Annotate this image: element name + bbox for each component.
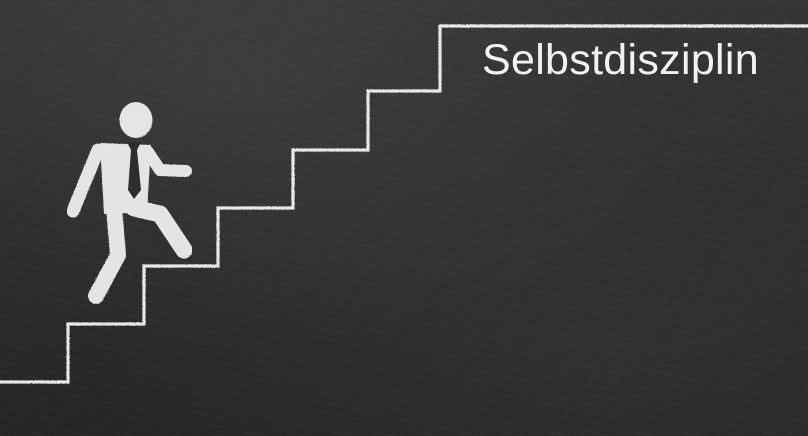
tie-icon (127, 142, 141, 199)
climbing-person-icon (66, 102, 193, 304)
page-title: Selbstdisziplin (482, 36, 759, 84)
staircase-icon (0, 24, 808, 384)
